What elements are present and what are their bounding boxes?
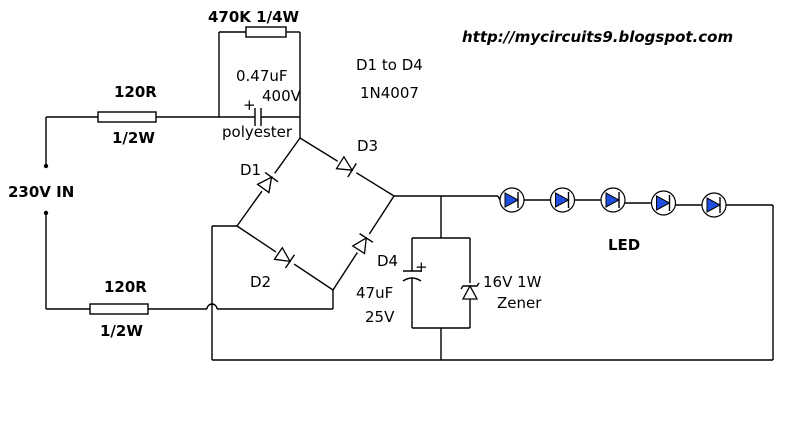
zener-diode	[461, 284, 479, 300]
led-4	[625, 190, 677, 216]
resistor-bottom	[89, 303, 149, 315]
capacitor-x-polarity: +	[243, 96, 256, 114]
led-5	[675, 192, 727, 218]
diode-d4-label: D4	[377, 252, 398, 270]
resistor-top-value: 120R	[114, 83, 157, 101]
capacitor-x-value: 0.47uF	[236, 67, 288, 85]
led-3	[574, 187, 626, 213]
bridge-note-range: D1 to D4	[356, 56, 423, 74]
resistor-top-power: 1/2W	[112, 129, 155, 147]
led-string	[497, 187, 773, 218]
bleeder-resistor	[245, 26, 287, 38]
resistor-bottom-value: 120R	[104, 278, 147, 296]
led-label: LED	[608, 236, 640, 254]
diode-d4	[350, 229, 376, 257]
bridge-note-part: 1N4007	[360, 84, 419, 102]
input-terminal-top	[43, 163, 49, 169]
led-2	[524, 187, 576, 213]
input-wiring	[43, 116, 98, 310]
filter-cap-voltage: 25V	[365, 308, 395, 326]
filter-cap-value: 47uF	[356, 284, 393, 302]
input-terminal-bottom	[43, 210, 49, 216]
led-1	[497, 187, 525, 213]
capacitor-x-type: polyester	[222, 123, 293, 141]
diode-d3	[333, 154, 361, 180]
resistor-bottom-power: 1/2W	[100, 322, 143, 340]
diode-d2-label: D2	[250, 273, 271, 291]
parallel-network	[218, 26, 301, 138]
zener-rating: 16V 1W	[483, 273, 542, 291]
filter-block	[402, 237, 480, 360]
diode-d1	[255, 168, 281, 196]
capacitor-x-voltage: 400V	[262, 87, 302, 105]
filter-cap-polarity: +	[415, 258, 428, 276]
diode-d2	[271, 245, 299, 271]
resistor-top	[97, 111, 157, 123]
bleeder-resistor-label: 470K 1/4W	[208, 8, 300, 26]
blog-url: http://mycircuits9.blogspot.com	[462, 28, 733, 46]
diode-d3-label: D3	[357, 137, 378, 155]
input-label: 230V IN	[8, 183, 74, 201]
diode-d1-label: D1	[240, 161, 261, 179]
zener-type: Zener	[497, 294, 542, 312]
